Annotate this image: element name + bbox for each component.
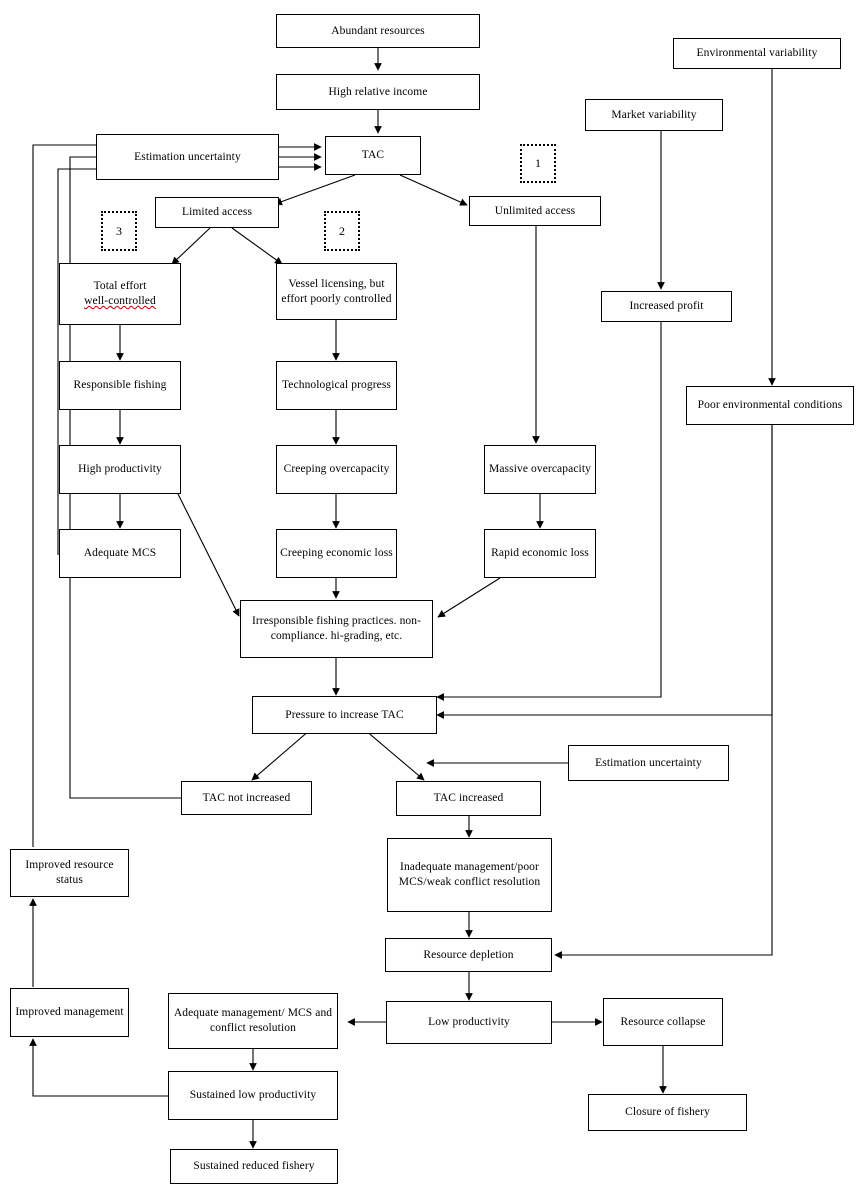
node-label-prefix: Total effort bbox=[93, 280, 147, 293]
marker-label: 3 bbox=[116, 223, 122, 238]
node-label: Adequate MCS bbox=[83, 547, 157, 560]
node-label: Market variability bbox=[611, 108, 697, 121]
node-estimation-uncertainty-lower[interactable]: Estimation uncertainty bbox=[568, 745, 729, 781]
node-label: Poor environmental conditions bbox=[697, 399, 843, 412]
node-massive-overcapacity[interactable]: Massive overcapacity bbox=[484, 445, 596, 494]
node-label: Estimation uncertainty bbox=[595, 756, 702, 769]
node-responsible-fishing[interactable]: Responsible fishing bbox=[59, 361, 181, 410]
node-abundant-resources[interactable]: Abundant resources bbox=[276, 14, 480, 48]
node-closure-of-fishery[interactable]: Closure of fishery bbox=[588, 1094, 747, 1131]
node-inadequate-management[interactable]: Inadequate management/poor MCS/weak conf… bbox=[387, 838, 552, 912]
node-label: Inadequate management/poor MCS/weak conf… bbox=[398, 861, 541, 888]
node-label: Unlimited access bbox=[494, 204, 576, 217]
node-tac-increased[interactable]: TAC increased bbox=[396, 781, 541, 816]
node-label: Responsible fishing bbox=[73, 379, 167, 392]
node-label: Improved management bbox=[15, 1006, 124, 1019]
node-creeping-economic-loss[interactable]: Creeping economic loss bbox=[276, 529, 397, 578]
node-creeping-overcapacity[interactable]: Creeping overcapacity bbox=[276, 445, 397, 494]
node-environmental-variability[interactable]: Environmental variability bbox=[673, 38, 841, 69]
marker-label: 1 bbox=[535, 156, 541, 170]
node-adequate-management[interactable]: Adequate management/ MCS and conflict re… bbox=[168, 993, 338, 1049]
marker-two[interactable]: 2 bbox=[324, 211, 360, 251]
node-label: TAC increased bbox=[433, 792, 504, 805]
node-limited-access[interactable]: Limited access bbox=[155, 197, 279, 228]
node-label: Estimation uncertainty bbox=[134, 150, 241, 163]
node-increased-profit[interactable]: Increased profit bbox=[601, 291, 732, 322]
node-adequate-mcs[interactable]: Adequate MCS bbox=[59, 529, 181, 578]
node-label-spellchecked: well-controlled bbox=[84, 295, 156, 307]
node-label: Resource depletion bbox=[423, 948, 514, 961]
node-high-productivity[interactable]: High productivity bbox=[59, 445, 181, 494]
node-label: High relative income bbox=[328, 85, 428, 98]
node-label: TAC bbox=[361, 149, 385, 162]
node-vessel-licensing[interactable]: Vessel licensing, but effort poorly cont… bbox=[276, 263, 397, 320]
node-label: Irresponsible fishing practices. non-com… bbox=[251, 615, 422, 642]
node-label: Vessel licensing, but effort poorly cont… bbox=[281, 277, 392, 305]
node-label: Creeping overcapacity bbox=[283, 463, 390, 476]
node-resource-collapse[interactable]: Resource collapse bbox=[603, 998, 723, 1046]
node-label: Sustained reduced fishery bbox=[193, 1160, 315, 1173]
node-label: Environmental variability bbox=[696, 47, 818, 60]
node-label: Creeping economic loss bbox=[280, 547, 393, 560]
node-label: Rapid economic loss bbox=[491, 547, 589, 560]
node-technological-progress[interactable]: Technological progress bbox=[276, 361, 397, 410]
node-sustained-reduced-fishery[interactable]: Sustained reduced fishery bbox=[170, 1149, 338, 1184]
node-label: Abundant resources bbox=[331, 24, 425, 37]
node-poor-environmental-conditions[interactable]: Poor environmental conditions bbox=[686, 386, 854, 425]
node-market-variability[interactable]: Market variability bbox=[585, 99, 723, 131]
node-label: High productivity bbox=[78, 463, 162, 476]
node-label: Improved resource status bbox=[25, 859, 114, 886]
node-label: Total effort well-controlled bbox=[63, 279, 177, 309]
node-total-effort-well-controlled[interactable]: Total effort well-controlled bbox=[59, 263, 181, 325]
node-sustained-low-productivity[interactable]: Sustained low productivity bbox=[168, 1071, 338, 1120]
node-low-productivity[interactable]: Low productivity bbox=[386, 1001, 552, 1044]
marker-label: 2 bbox=[339, 223, 345, 238]
node-label: Massive overcapacity bbox=[489, 463, 591, 476]
node-label: Technological progress bbox=[281, 379, 391, 392]
node-improved-management[interactable]: Improved management bbox=[10, 988, 129, 1037]
node-estimation-uncertainty-top[interactable]: Estimation uncertainty bbox=[96, 134, 279, 180]
node-label: Adequate management/ MCS and conflict re… bbox=[173, 1007, 333, 1034]
node-label: Increased profit bbox=[629, 300, 704, 313]
node-improved-resource-status[interactable]: Improved resource status bbox=[10, 849, 129, 897]
node-resource-depletion[interactable]: Resource depletion bbox=[385, 938, 552, 972]
node-label: Low productivity bbox=[428, 1016, 510, 1029]
node-label: TAC not increased bbox=[202, 791, 291, 804]
node-label: Closure of fishery bbox=[625, 1106, 710, 1119]
node-irresponsible-fishing[interactable]: Irresponsible fishing practices. non-com… bbox=[240, 600, 433, 658]
node-label: Sustained low productivity bbox=[189, 1089, 317, 1102]
marker-one[interactable]: 1 bbox=[520, 144, 556, 183]
node-label: Pressure to increase TAC bbox=[285, 708, 404, 721]
node-tac[interactable]: TAC bbox=[325, 136, 421, 175]
node-label: Limited access bbox=[181, 206, 253, 219]
node-pressure-to-increase-tac[interactable]: Pressure to increase TAC bbox=[252, 696, 437, 734]
node-rapid-economic-loss[interactable]: Rapid economic loss bbox=[484, 529, 596, 578]
node-label: Resource collapse bbox=[620, 1015, 706, 1028]
node-unlimited-access[interactable]: Unlimited access bbox=[469, 196, 601, 226]
marker-three[interactable]: 3 bbox=[101, 211, 137, 251]
node-tac-not-increased[interactable]: TAC not increased bbox=[181, 781, 312, 815]
node-high-relative-income[interactable]: High relative income bbox=[276, 74, 480, 110]
